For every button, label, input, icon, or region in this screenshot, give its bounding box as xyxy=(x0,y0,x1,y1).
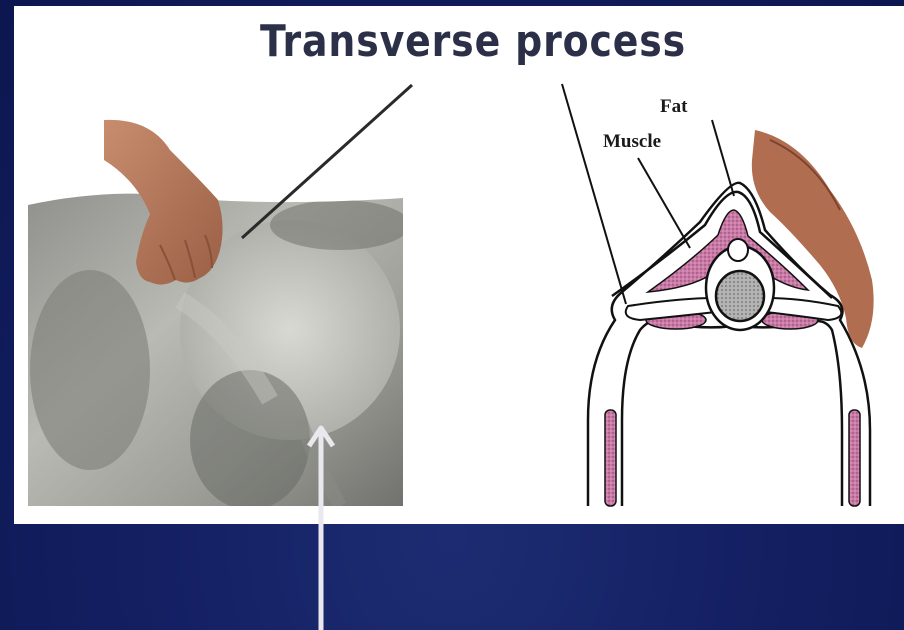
slide: Transverse process xyxy=(0,0,904,630)
up-arrow-icon xyxy=(0,0,904,630)
